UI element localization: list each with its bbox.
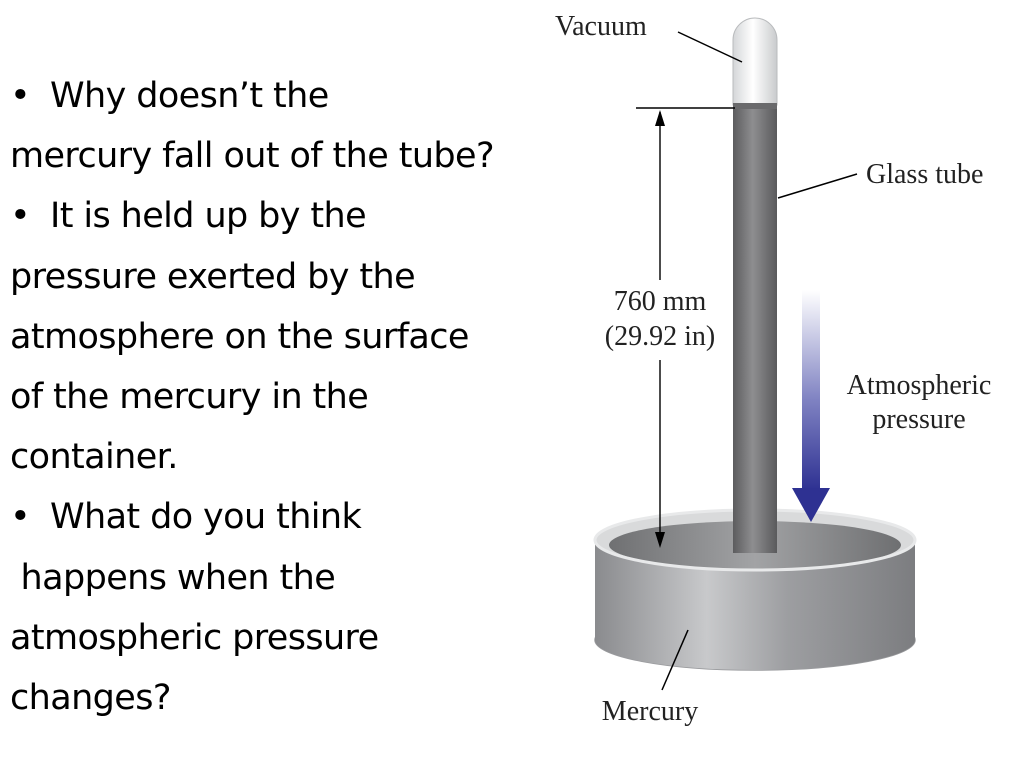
mercury-leader (661, 629, 689, 691)
text-line-11: changes? (10, 677, 171, 718)
atmospheric-label-line2: pressure (872, 404, 965, 435)
text-line-8: •What do you think (10, 487, 570, 547)
text-line-4: pressure exerted by the (10, 256, 416, 297)
bullet-icon: • (10, 497, 31, 538)
bullet-icon: • (10, 196, 31, 237)
text-line-1: •Why doesn’t the (10, 66, 570, 126)
arrow-up-icon (655, 110, 665, 126)
arrow-down-icon (655, 532, 665, 548)
height-dimension (636, 107, 735, 548)
text-line-7: container. (10, 437, 178, 478)
glass-tube-label: Glass tube (866, 159, 983, 190)
text-line-5: atmosphere on the surface (10, 316, 469, 357)
text-line-10: atmospheric pressure (10, 617, 379, 658)
text-line-6: of the mercury in the (10, 376, 369, 417)
height-in-label: (29.92 in) (605, 321, 715, 352)
text-line-3: •It is held up by the (10, 186, 570, 246)
vacuum-leader (677, 31, 743, 63)
height-mm-label: 760 mm (614, 286, 707, 317)
atmospheric-label-line1: Atmospheric (847, 370, 992, 401)
mercury-dish (593, 508, 917, 671)
text-line-2: mercury fall out of the tube? (10, 136, 495, 177)
mercury-label: Mercury (602, 696, 698, 727)
glass-tube-leader (777, 173, 858, 199)
text-line-9: happens when the (10, 557, 336, 598)
bullet-icon: • (10, 76, 31, 116)
vacuum-label: Vacuum (555, 11, 647, 42)
glass-tube (732, 17, 778, 553)
atmospheric-pressure-arrow (792, 290, 830, 522)
bullet-text-block: •Why doesn’t the mercury fall out of the… (10, 66, 570, 728)
